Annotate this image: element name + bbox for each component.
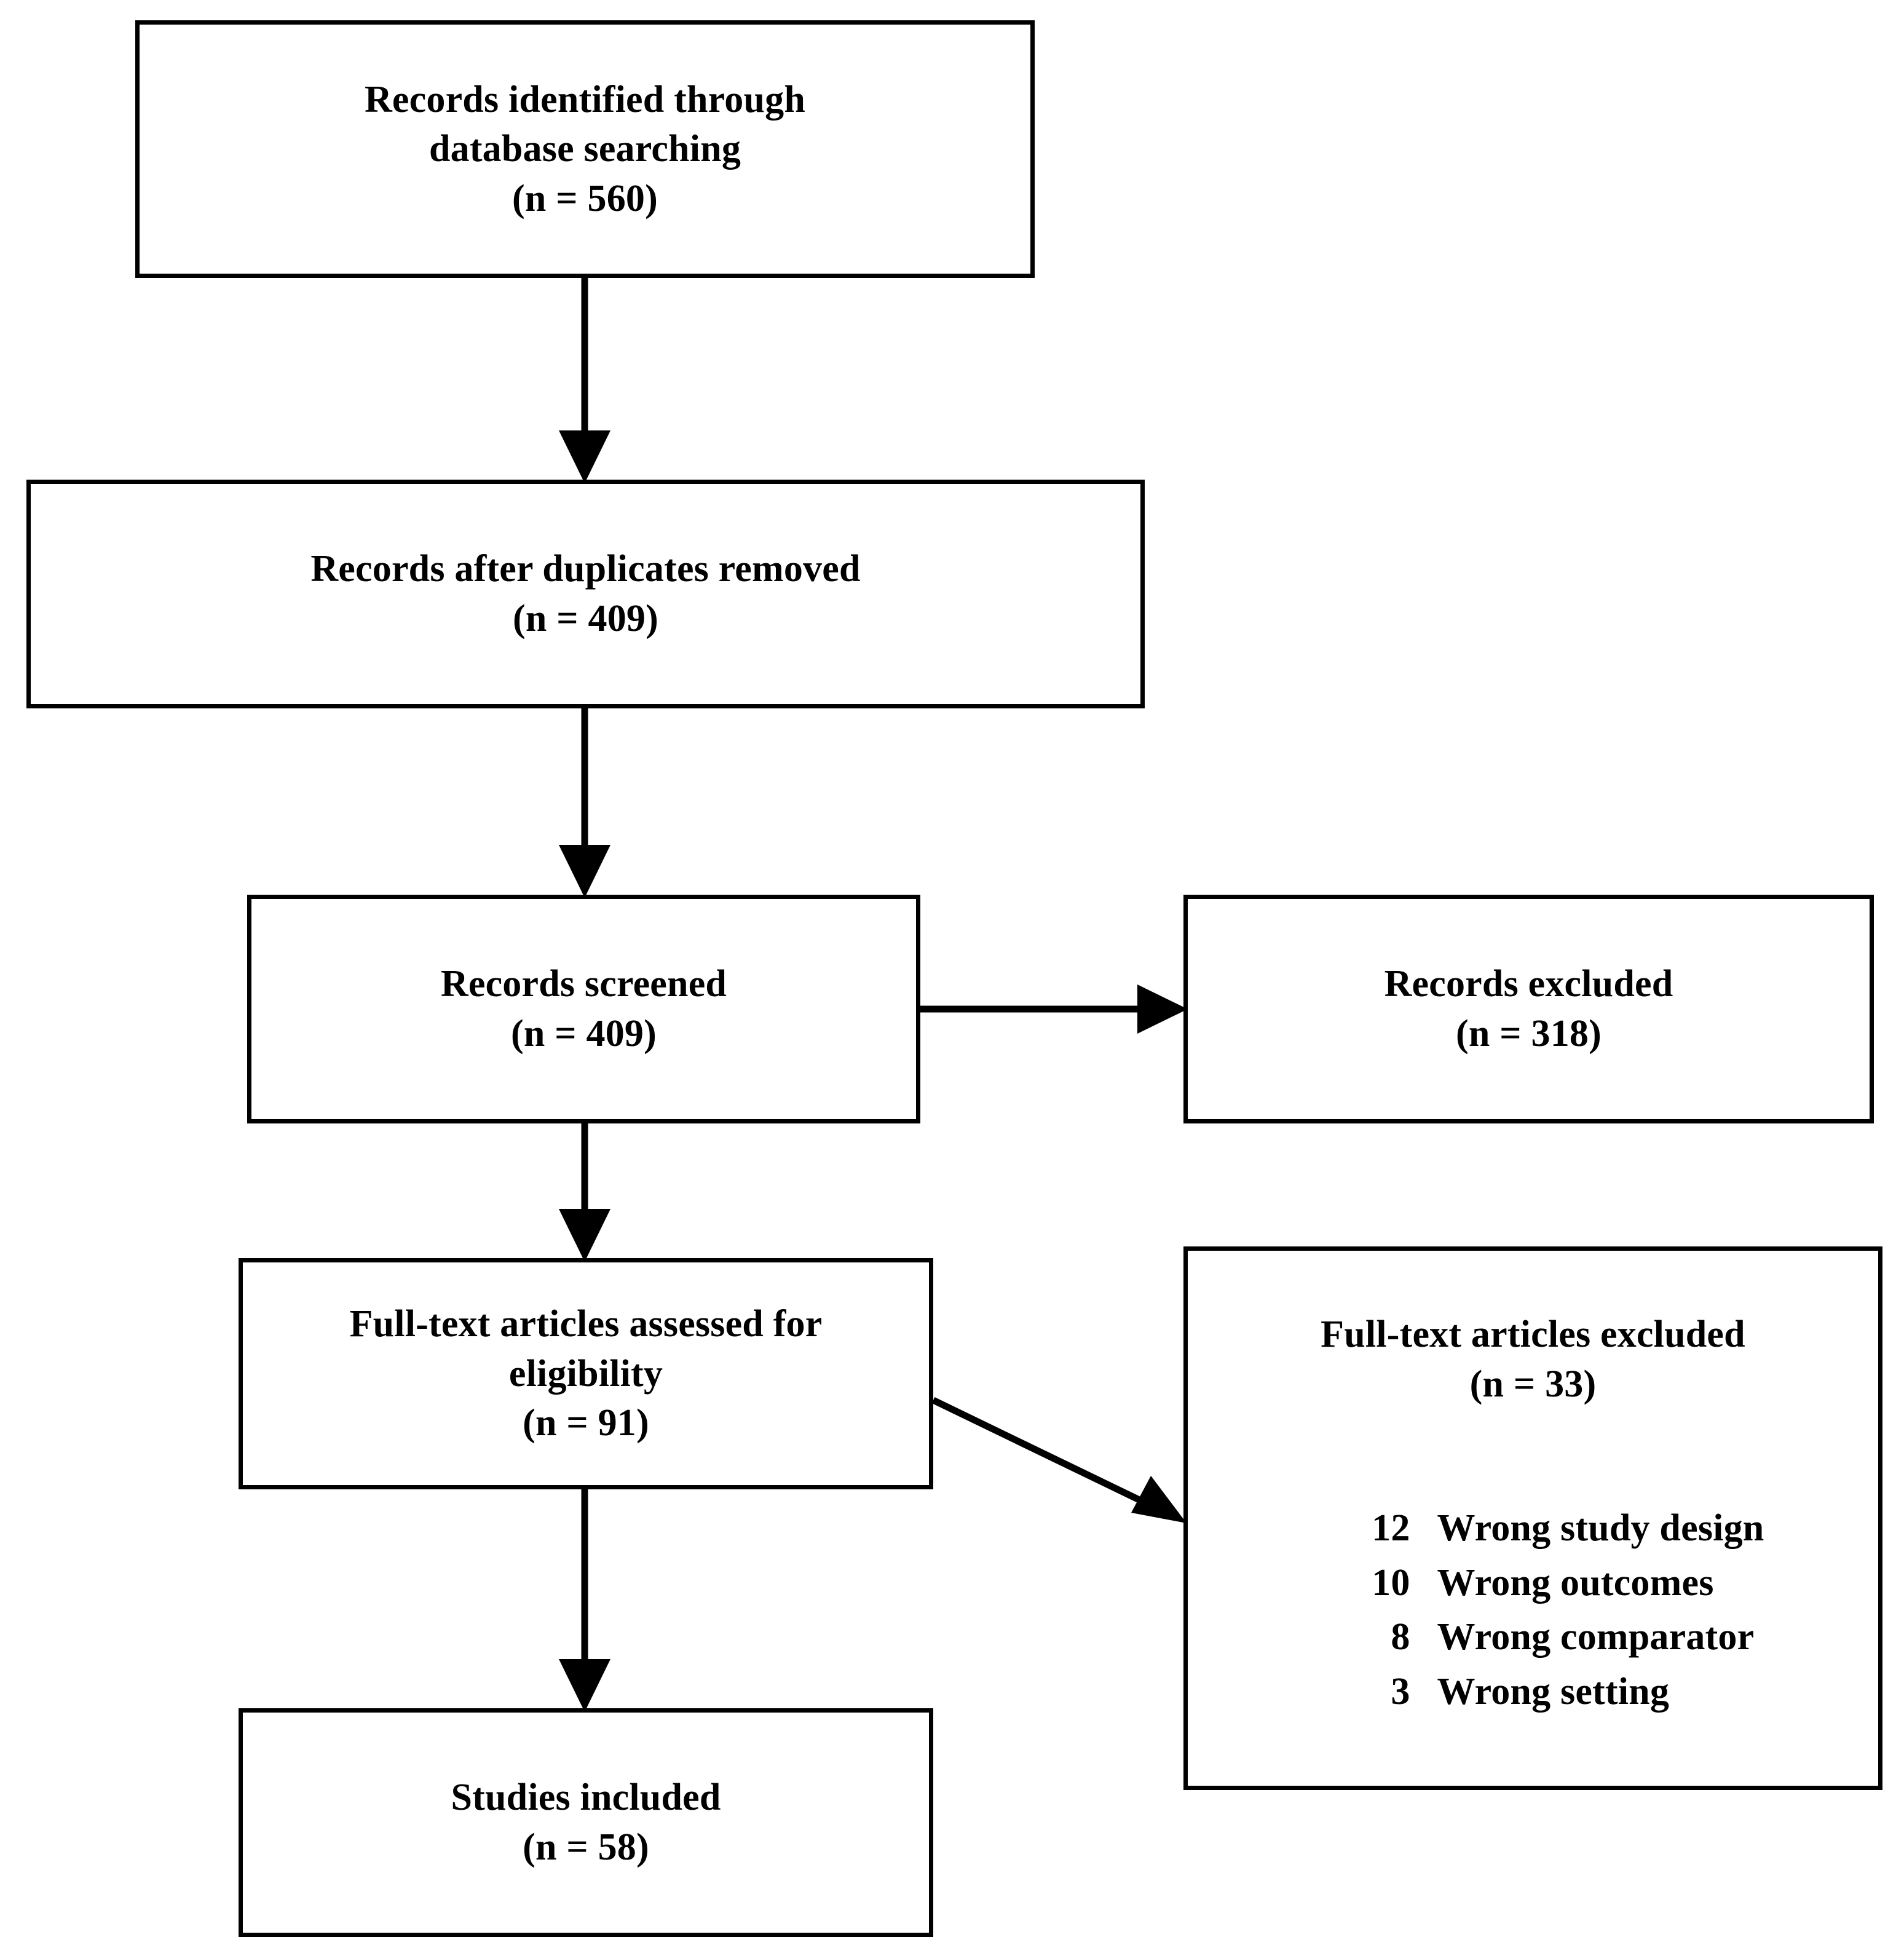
connector-fulltext-assessed-to-fulltext-excluded bbox=[931, 1397, 1187, 1523]
connector-screened-to-records-excluded bbox=[920, 984, 1188, 1034]
box-records-excluded-count: (n = 318) bbox=[1456, 1013, 1602, 1055]
exclusion-reason-count: 10 bbox=[1372, 1561, 1410, 1604]
box-records-after-duplicates-line1: Records after duplicates removed bbox=[310, 548, 861, 590]
box-records-after-duplicates-count: (n = 409) bbox=[513, 598, 658, 640]
box-records-screened-count: (n = 409) bbox=[511, 1013, 657, 1055]
exclusion-reason-row: 12 Wrong study design bbox=[1338, 1503, 1764, 1553]
exclusion-reason-label: Wrong setting bbox=[1437, 1670, 1670, 1713]
box-fulltext-assessed-line2: eligibility bbox=[508, 1352, 663, 1395]
exclusion-reason-row: 10 Wrong outcomes bbox=[1338, 1558, 1714, 1608]
box-records-identified-line2: database searching bbox=[429, 128, 741, 170]
box-fulltext-assessed-count: (n = 91) bbox=[523, 1402, 649, 1444]
box-records-screened-body: Records screened (n = 409) bbox=[441, 959, 727, 1058]
exclusion-reason-label: Wrong comparator bbox=[1437, 1616, 1755, 1658]
box-fulltext-excluded-heading: Full-text articles excluded (n = 33) bbox=[1321, 1310, 1745, 1409]
box-records-after-duplicates: Records after duplicates removed (n = 40… bbox=[26, 480, 1145, 708]
exclusion-reason-row: 3 Wrong setting bbox=[1338, 1667, 1670, 1717]
box-studies-included: Studies included (n = 58) bbox=[239, 1708, 933, 1937]
exclusion-reason-list: 12 Wrong study design 10 Wrong outcomes … bbox=[1302, 1503, 1764, 1716]
box-records-excluded: Records excluded (n = 318) bbox=[1183, 895, 1874, 1123]
connector-after-duplicates-to-screened bbox=[559, 708, 610, 898]
exclusion-reason-count: 3 bbox=[1391, 1670, 1410, 1713]
box-records-excluded-body: Records excluded (n = 318) bbox=[1385, 959, 1673, 1058]
box-records-identified-line1: Records identified through bbox=[364, 78, 806, 121]
exclusion-reason-count: 12 bbox=[1372, 1507, 1410, 1550]
box-records-after-duplicates-body: Records after duplicates removed (n = 40… bbox=[310, 544, 860, 643]
exclusion-reason-label: Wrong study design bbox=[1437, 1507, 1764, 1550]
box-fulltext-assessed-line1: Full-text articles assessed for bbox=[349, 1303, 823, 1345]
box-studies-included-line1: Studies included bbox=[451, 1777, 721, 1819]
connector-screened-to-fulltext-assessed bbox=[559, 1123, 610, 1262]
box-fulltext-excluded-count: (n = 33) bbox=[1469, 1363, 1597, 1405]
box-records-identified-body: Records identified through database sear… bbox=[365, 75, 805, 224]
box-fulltext-assessed-body: Full-text articles assessed for eligibil… bbox=[350, 1299, 823, 1448]
exclusion-reason-row: 8 Wrong comparator bbox=[1338, 1612, 1755, 1662]
box-fulltext-excluded: Full-text articles excluded (n = 33) 12 … bbox=[1183, 1246, 1882, 1790]
exclusion-reason-count: 8 bbox=[1391, 1616, 1410, 1658]
box-records-identified-count: (n = 560) bbox=[512, 177, 658, 220]
box-fulltext-assessed: Full-text articles assessed for eligibil… bbox=[239, 1258, 933, 1489]
connector-fulltext-assessed-to-included bbox=[559, 1489, 610, 1712]
box-records-identified: Records identified through database sear… bbox=[135, 20, 1035, 278]
box-records-screened: Records screened (n = 409) bbox=[247, 895, 920, 1123]
box-fulltext-excluded-line1: Full-text articles excluded bbox=[1321, 1313, 1745, 1355]
box-records-excluded-line1: Records excluded bbox=[1384, 963, 1673, 1005]
box-records-screened-line1: Records screened bbox=[440, 963, 727, 1005]
box-studies-included-body: Studies included (n = 58) bbox=[451, 1773, 721, 1872]
connector-identified-to-after-duplicates bbox=[559, 278, 610, 483]
box-studies-included-count: (n = 58) bbox=[523, 1826, 649, 1868]
exclusion-reason-label: Wrong outcomes bbox=[1437, 1561, 1714, 1604]
